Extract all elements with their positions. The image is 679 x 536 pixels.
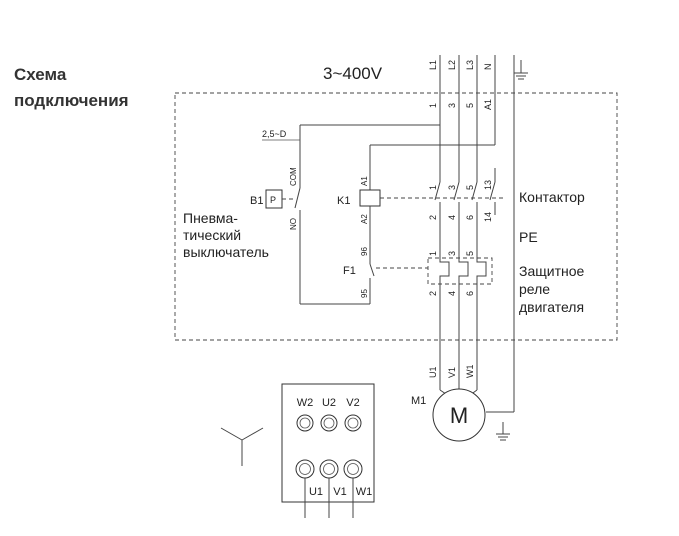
tb-top-w2: W2 <box>297 397 314 409</box>
relay-95: 95 <box>360 289 369 298</box>
k1-bottom-6: 6 <box>465 215 475 220</box>
title-line-1: Схема <box>14 65 67 84</box>
k1-bottom-4: 4 <box>447 215 457 220</box>
switch-ref: B1 <box>250 195 263 207</box>
f1-bottom-6: 6 <box>465 291 475 296</box>
relay-box <box>427 257 493 285</box>
term-top-a1: A1 <box>483 99 493 110</box>
k1-top-3: 3 <box>447 185 457 190</box>
motor-circle <box>432 388 486 442</box>
motor-term-u1: U1 <box>428 366 438 378</box>
f1-top-3: 3 <box>447 251 457 256</box>
switch-setting: 2,5~D <box>262 129 287 139</box>
switch-label-2: тический <box>183 227 241 243</box>
ground-icon-bottom <box>496 422 510 441</box>
relay-label-2: реле <box>519 281 550 297</box>
switch-no: NO <box>289 218 298 230</box>
tb-top-u2: U2 <box>322 397 336 409</box>
supply-l1: L1 <box>428 60 438 70</box>
terminal-box <box>281 383 375 503</box>
f1-bottom-2: 2 <box>428 291 438 296</box>
k1-top-13: 13 <box>483 180 493 190</box>
motor-symbol: M <box>450 403 468 428</box>
f1-top-1: 1 <box>428 251 438 256</box>
tb-top-terminals <box>296 414 362 432</box>
contactor-ref: K1 <box>337 195 350 207</box>
ground-icon-top <box>514 60 528 80</box>
relay-label-1: Защитное <box>519 263 585 279</box>
motor-term-v1: V1 <box>447 367 457 378</box>
relay-ref: F1 <box>343 265 356 277</box>
pe-label: PE <box>519 229 538 245</box>
k1-top-5: 5 <box>465 185 475 190</box>
star-connection-icon <box>220 427 264 466</box>
motor-ref: M1 <box>411 395 426 407</box>
switch-com: COM <box>289 167 298 186</box>
switch-label-1: Пневма- <box>183 210 238 226</box>
switch-contact <box>294 187 301 209</box>
enclosure-border <box>174 92 618 341</box>
contactor-contacts <box>434 168 496 258</box>
f1-top-5: 5 <box>465 251 475 256</box>
tb-bottom-w1: W1 <box>356 486 373 498</box>
term-top-1: 1 <box>428 103 438 108</box>
tb-bottom-v1: V1 <box>333 486 346 498</box>
supply-l3: L3 <box>465 60 475 70</box>
motor-term-w1: W1 <box>465 365 475 379</box>
k1-top-1: 1 <box>428 185 438 190</box>
relay-contact <box>369 263 375 277</box>
k1-bottom-14: 14 <box>483 212 493 222</box>
relay-elements <box>439 258 487 284</box>
contactor-label: Контактор <box>519 189 585 205</box>
tb-top-v2: V2 <box>346 397 359 409</box>
title-line-2: подключения <box>14 91 129 110</box>
f1-bottom-4: 4 <box>447 291 457 296</box>
k1-bottom-2: 2 <box>428 215 438 220</box>
tb-bottom-terminals <box>295 459 363 479</box>
term-top-3: 3 <box>447 103 457 108</box>
voltage-label: 3~400V <box>323 64 383 83</box>
supply-n: N <box>483 64 493 71</box>
relay-label-3: двигателя <box>519 299 584 315</box>
tb-leads <box>304 478 354 518</box>
term-top-5: 5 <box>465 103 475 108</box>
coil-a2: A2 <box>360 214 369 224</box>
coil-a1: A1 <box>360 176 369 186</box>
switch-box-label: P <box>270 195 276 205</box>
switch-label-3: выключатель <box>183 244 269 260</box>
contactor-coil <box>359 189 381 207</box>
tb-bottom-u1: U1 <box>309 486 323 498</box>
supply-l2: L2 <box>447 60 457 70</box>
relay-96: 96 <box>360 247 369 256</box>
